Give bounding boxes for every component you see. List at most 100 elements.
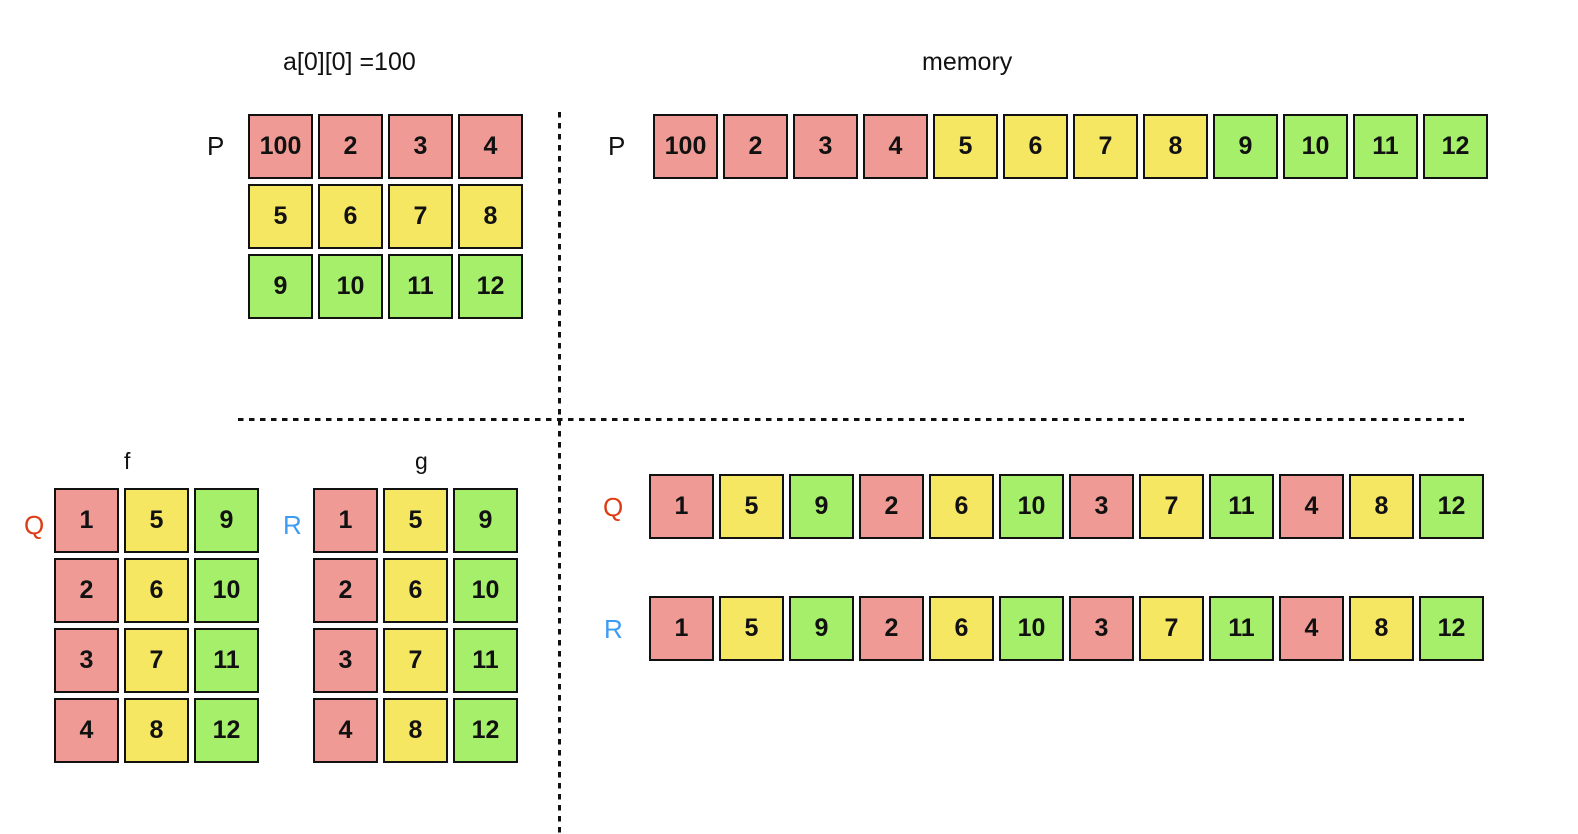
memory-q-cell: 11: [1209, 474, 1274, 539]
memory-r-cell: 9: [789, 596, 854, 661]
memory-p-cell: 9: [1213, 114, 1278, 179]
grid-f-cell: 10: [194, 558, 259, 623]
grid-p-cell: 9: [248, 254, 313, 319]
grid-p-cell: 7: [388, 184, 453, 249]
memory-p-cell: 6: [1003, 114, 1068, 179]
memory-q-cell: 7: [1139, 474, 1204, 539]
pointer-label-p-memory: P: [608, 131, 626, 161]
page-title-memory: memory: [922, 48, 1013, 76]
memory-r-cell: 1: [649, 596, 714, 661]
grid-p-cell: 2: [318, 114, 383, 179]
grid-p-cell: 6: [318, 184, 383, 249]
grid-p-cell: 8: [458, 184, 523, 249]
grid-g-cell: 8: [383, 698, 448, 763]
memory-r-cell: 3: [1069, 596, 1134, 661]
grid-f-cell: 5: [124, 488, 189, 553]
grid-g-cell: 12: [453, 698, 518, 763]
pointer-label-q-grid: Q: [24, 510, 45, 540]
grid-g-cell: 6: [383, 558, 448, 623]
grid-f-cell: 6: [124, 558, 189, 623]
memory-p-cell: 8: [1143, 114, 1208, 179]
memory-q-cell: 3: [1069, 474, 1134, 539]
memory-p-cell: 3: [793, 114, 858, 179]
pointer-label-r-memory: R: [604, 614, 623, 644]
memory-p-cell: 5: [933, 114, 998, 179]
grid-f-cell: 8: [124, 698, 189, 763]
memory-q-cell: 2: [859, 474, 924, 539]
memory-r-cell: 11: [1209, 596, 1274, 661]
vertical-dotted-divider: [558, 112, 561, 834]
memory-r-cell: 4: [1279, 596, 1344, 661]
memory-q-cell: 6: [929, 474, 994, 539]
grid-p-cell: 11: [388, 254, 453, 319]
grid-title-f: f: [124, 448, 131, 474]
grid-g-cell: 9: [453, 488, 518, 553]
memory-p-cell: 4: [863, 114, 928, 179]
memory-r-cell: 5: [719, 596, 784, 661]
grid-f-cell: 3: [54, 628, 119, 693]
grid-g-cell: 7: [383, 628, 448, 693]
memory-q-cell: 10: [999, 474, 1064, 539]
grid-f-cell: 2: [54, 558, 119, 623]
grid-f-cell: 7: [124, 628, 189, 693]
memory-q-cell: 5: [719, 474, 784, 539]
grid-g-cell: 1: [313, 488, 378, 553]
grid-p-cell: 100: [248, 114, 313, 179]
memory-r-cell: 7: [1139, 596, 1204, 661]
grid-f-cell: 9: [194, 488, 259, 553]
memory-p-cell: 10: [1283, 114, 1348, 179]
grid-f-cell: 12: [194, 698, 259, 763]
grid-p-cell: 4: [458, 114, 523, 179]
page-title-array-assignment: a[0][0] =100: [283, 48, 416, 76]
pointer-label-p-grid: P: [207, 131, 225, 161]
grid-title-g: g: [415, 448, 428, 474]
memory-q-cell: 4: [1279, 474, 1344, 539]
memory-q-cell: 1: [649, 474, 714, 539]
memory-p-cell: 11: [1353, 114, 1418, 179]
memory-p-cell: 100: [653, 114, 718, 179]
grid-f-cell: 4: [54, 698, 119, 763]
grid-p-cell: 10: [318, 254, 383, 319]
grid-f-cell: 11: [194, 628, 259, 693]
memory-r-cell: 8: [1349, 596, 1414, 661]
grid-g-cell: 11: [453, 628, 518, 693]
memory-p-cell: 12: [1423, 114, 1488, 179]
grid-f-cell: 1: [54, 488, 119, 553]
grid-g-cell: 5: [383, 488, 448, 553]
grid-g-cell: 10: [453, 558, 518, 623]
memory-r-cell: 6: [929, 596, 994, 661]
memory-q-cell: 8: [1349, 474, 1414, 539]
grid-g-cell: 4: [313, 698, 378, 763]
memory-r-cell: 2: [859, 596, 924, 661]
horizontal-dotted-divider: [238, 418, 1464, 421]
memory-p-cell: 2: [723, 114, 788, 179]
grid-p-cell: 3: [388, 114, 453, 179]
grid-p-cell: 12: [458, 254, 523, 319]
pointer-label-r-grid: R: [283, 510, 302, 540]
memory-q-cell: 9: [789, 474, 854, 539]
memory-q-cell: 12: [1419, 474, 1484, 539]
memory-p-cell: 7: [1073, 114, 1138, 179]
pointer-label-q-memory: Q: [603, 492, 624, 522]
grid-g-cell: 3: [313, 628, 378, 693]
memory-r-cell: 10: [999, 596, 1064, 661]
grid-p-cell: 5: [248, 184, 313, 249]
